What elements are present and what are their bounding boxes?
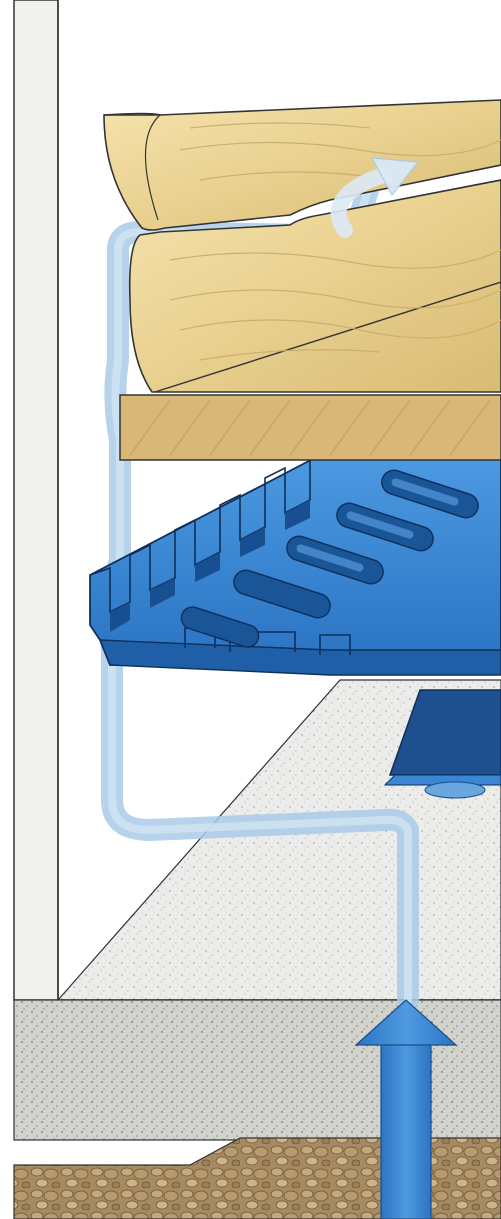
wall-edge — [14, 0, 58, 1000]
